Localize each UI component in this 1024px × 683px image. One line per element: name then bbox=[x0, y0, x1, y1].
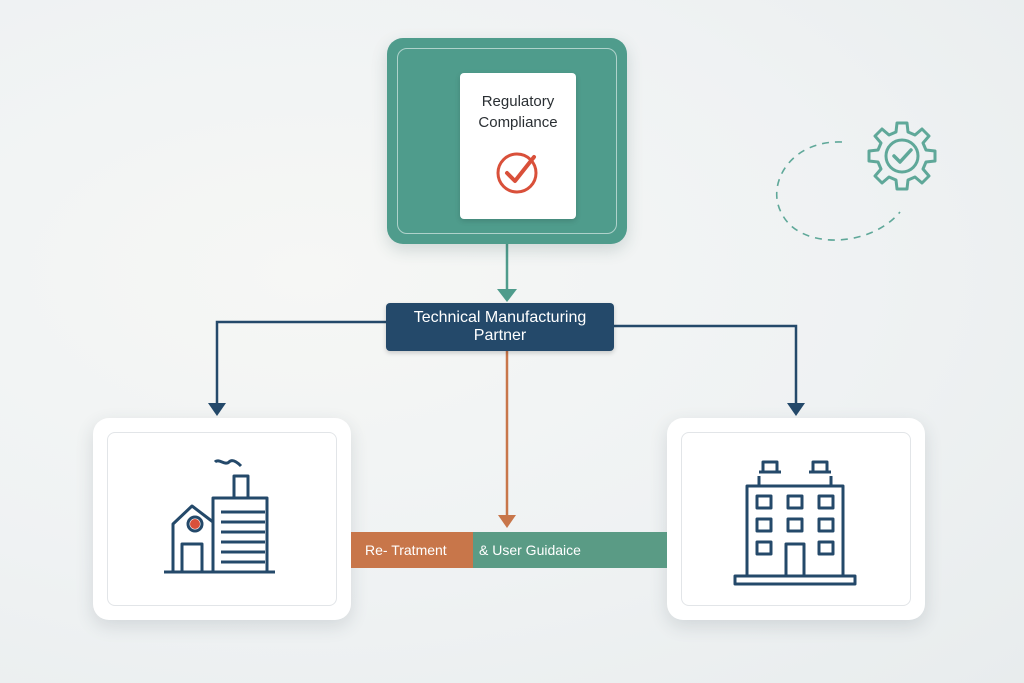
compliance-title: Regulatory Compliance bbox=[478, 93, 558, 131]
left-card-inner-frame bbox=[107, 432, 337, 606]
process-band-retreatment: Re- Tratment bbox=[351, 532, 473, 568]
arrow-partner-to-right-node bbox=[614, 324, 805, 416]
process-band-user-guidance: & User Guidaice bbox=[473, 532, 667, 568]
right-node-card bbox=[667, 418, 925, 620]
arrow-compliance-to-partner bbox=[497, 244, 517, 302]
left-node-card bbox=[93, 418, 351, 620]
office-building-icon bbox=[733, 460, 857, 586]
arrow-partner-to-band bbox=[498, 351, 516, 528]
arrow-partner-to-left-node bbox=[208, 320, 386, 416]
right-card-inner-frame bbox=[681, 432, 911, 606]
compliance-document: Regulatory Compliance bbox=[460, 73, 576, 219]
dashed-arc-decoration bbox=[776, 141, 901, 241]
factory-icon bbox=[164, 459, 275, 574]
regulatory-compliance-card: Regulatory Compliance bbox=[387, 38, 627, 244]
card-inner-frame: Regulatory Compliance bbox=[397, 48, 617, 234]
gear-check-icon bbox=[867, 121, 937, 191]
check-circle-icon bbox=[496, 152, 538, 194]
technical-manufacturing-partner-label: Technical Manufacturing Partner bbox=[386, 303, 614, 351]
